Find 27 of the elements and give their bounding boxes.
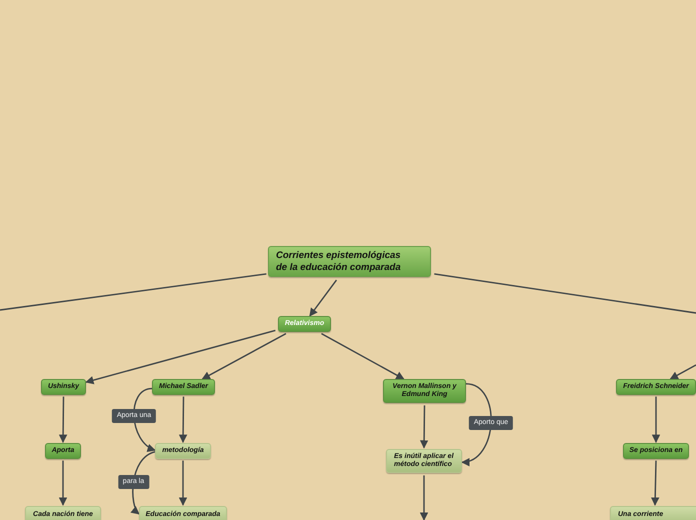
arrow (321, 332, 404, 380)
concept-box (41, 379, 86, 395)
concept-box (278, 316, 331, 332)
arrow (650, 460, 660, 506)
arrow (58, 460, 68, 506)
concept-box (45, 443, 81, 459)
topic-box (268, 246, 431, 277)
concept-box (616, 379, 696, 395)
arrow (670, 364, 696, 380)
concept-box (383, 379, 466, 403)
arrow (420, 405, 428, 449)
concept-box (623, 443, 689, 459)
concept-box (152, 379, 215, 395)
arrow (202, 332, 286, 380)
arrow (85, 330, 276, 384)
subtopic-box (386, 449, 462, 473)
arrow (178, 460, 188, 506)
arrow (461, 383, 492, 465)
subtopic-box (155, 443, 211, 459)
arrow (58, 396, 68, 444)
arrow (309, 280, 338, 317)
arrow (420, 475, 428, 520)
subtopic-box (25, 506, 101, 520)
arrow (178, 396, 188, 444)
subtopic-box (139, 506, 227, 520)
arrow (652, 396, 660, 444)
node-text: Corrientes epistemológicas de la educación comparada (276, 250, 402, 274)
